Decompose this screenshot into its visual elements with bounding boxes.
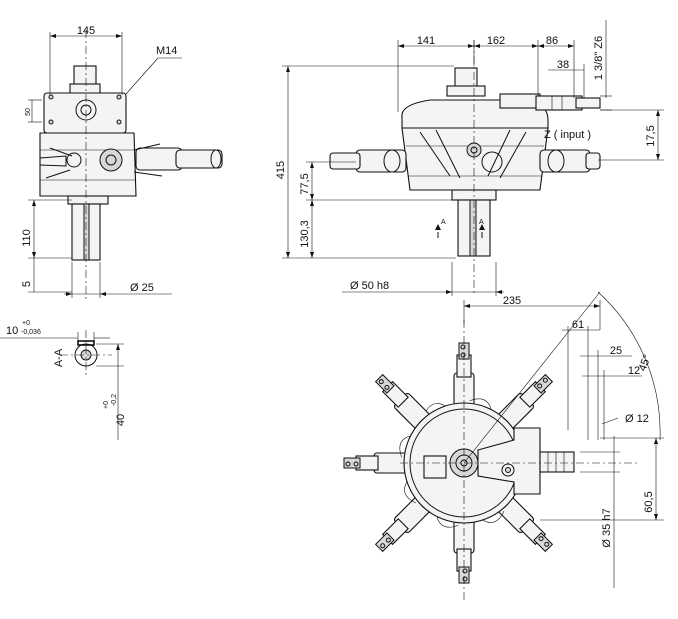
dim-235: 235 [503,295,521,307]
dim-415: 415 [275,161,287,179]
dim-hole-12: Ø 12 [625,413,649,425]
dim-50: 50 [25,108,32,116]
dim-45-deg: 45° [637,353,654,373]
dim-m14: M14 [156,45,177,57]
dim-diam-35: Ø 35 h7 [601,508,613,547]
plan-arm-part [538,536,544,542]
dim-40-upper: +0 [103,401,110,409]
plan-arm-part [374,373,395,394]
plan-arm-part [533,373,554,394]
plan-view: 235 61 25 12 45° Ø 12 Ø 35 h7 60,5 [343,291,664,600]
section-a-left: A [441,219,446,226]
plan-arm-part [537,383,543,389]
plan-arm-part [345,461,351,467]
plan-arm-part [460,352,466,358]
plan-arm-part [353,461,359,467]
plan-arm-part [544,541,550,547]
dim-38: 38 [557,59,569,71]
plan-arm-part [462,576,468,582]
plan-arm-part [533,532,554,553]
plan-arm-part [343,457,361,469]
plan-arm-part [374,532,395,553]
dim-10: 10 [6,325,18,337]
dim-60-5: 60,5 [643,491,655,512]
side-view: A A 141 162 86 38 1 3/8" Z6 Z ( input ) … [275,20,664,296]
plan-arm-part [542,377,548,383]
plan-arm-part [378,379,384,385]
plan-arm-part [380,543,386,549]
plan-arm-part [384,384,390,390]
section-title: A-A [53,348,65,367]
section-a-right: A [479,219,484,226]
front-view: 145 M14 50 110 5 Ø 25 [21,25,223,300]
dim-130-3: 130,3 [299,220,311,248]
dim-110: 110 [21,229,33,247]
dim-86: 86 [546,35,558,47]
plan-arm-part [460,344,466,350]
dim-input-spline: 1 3/8" Z6 [593,36,605,80]
dim-145: 145 [77,25,95,37]
dim-40: 40 [115,414,127,426]
plan-arm-part [462,568,468,574]
dim-diam-50: Ø 50 h8 [350,280,389,292]
dim-61: 61 [572,319,584,331]
dim-5: 5 [21,281,33,287]
dim-diam-25: Ø 25 [130,282,154,294]
dim-10-lower: -0,036 [21,329,41,336]
dim-10-upper: +0 [22,320,30,327]
dim-17-5: 17,5 [645,125,657,146]
dim-162: 162 [487,35,505,47]
section-a-a: A-A 10 +0 -0,036 40 +0 -0,2 [0,320,127,440]
dim-25: 25 [610,345,622,357]
dim-40-lower: -0,2 [111,394,118,406]
dim-141: 141 [417,35,435,47]
plan-arm-part [385,537,391,543]
label-input: Z ( input ) [544,129,591,141]
dim-77-5: 77,5 [299,173,311,194]
dim-12: 12 [628,365,640,377]
